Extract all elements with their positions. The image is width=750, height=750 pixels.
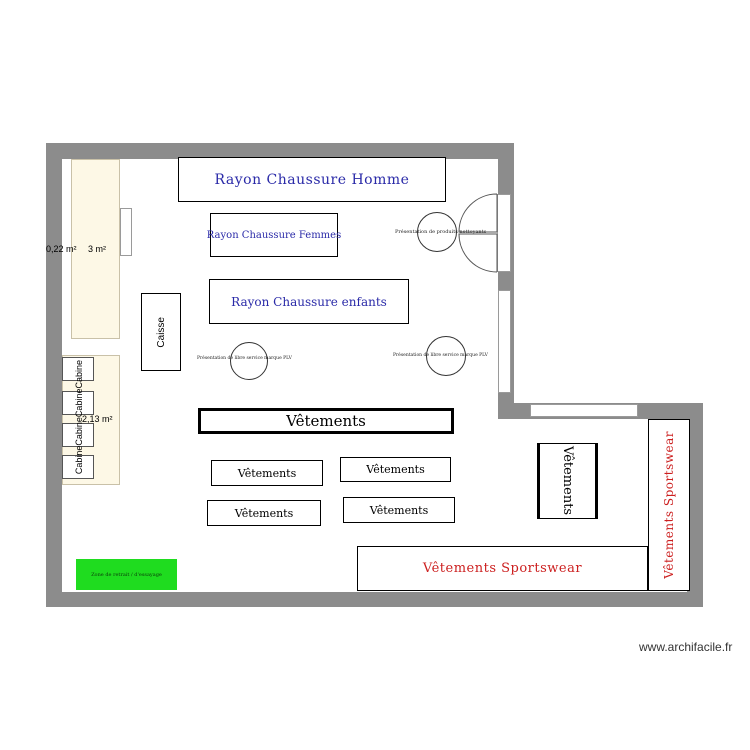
window-right-top [497,194,511,272]
presentation-label-left: Présentation de libre service marque PLV [197,356,292,361]
cabine-label: Cabine [74,445,84,475]
presentation-stand-left[interactable] [230,342,268,380]
green-zone[interactable]: Zone de retrait / d'essayage [76,559,177,590]
rayon-chaussure-femmes[interactable]: Rayon Chaussure Femmes [206,213,342,257]
cabine-2[interactable] [62,391,94,415]
presentation-stand-top[interactable] [417,212,457,252]
caisse-label: Caisse [155,316,167,348]
vetements-table-2[interactable]: Vêtements [340,457,451,482]
area-label-storage: 3 m² [88,244,106,254]
vetements-sportswear-vertical[interactable]: Vêtements Sportswear [648,419,690,591]
vetements-label: Vêtements [237,466,297,480]
area-label-small: 0,22 m² [46,244,77,254]
window-storage [120,208,132,256]
window-right-bottom [498,290,511,393]
vetements-table-4[interactable]: Vêtements [343,497,455,523]
vetements-label: Vêtements [369,503,429,517]
presentation-label-right: Présentation de libre service marque PLV [393,353,488,358]
watermark: www.archifacile.fr [639,640,733,654]
vetements-large-label: Vêtements [286,412,366,430]
cabine-3[interactable] [62,423,94,447]
storage-room [71,159,120,339]
cabine-labels: CabineCabineCabineCabine [72,360,86,482]
presentation-label-top: Présentation de produits nettoyants [395,229,487,235]
cabine-label: Cabine [74,388,84,418]
vetements-table-3[interactable]: Vêtements [207,500,321,526]
vetements-label: Vêtements [366,463,425,476]
rayon-chaussure-homme[interactable]: Rayon Chaussure Homme [178,157,446,202]
rayon-chaussure-enfants[interactable]: Rayon Chaussure enfants [209,279,409,324]
rayon-femmes-label: Rayon Chaussure Femmes [206,229,342,241]
vetements-sportswear-horizontal[interactable]: Vêtements Sportswear [357,546,648,591]
vetements-vertical[interactable]: Vêtements [537,443,598,519]
door-icon [458,193,498,273]
rayon-enfants-label: Rayon Chaussure enfants [231,294,387,309]
presentation-stand-right[interactable] [426,336,466,376]
caisse[interactable]: Caisse [141,293,181,371]
vetements-table-1[interactable]: Vêtements [211,460,323,486]
vetements-label: Vêtements [234,506,294,520]
vetements-vertical-label: Vêtements [560,446,575,516]
rayon-homme-label: Rayon Chaussure Homme [214,171,410,188]
window-extension [530,404,638,417]
cabine-label: Cabine [74,360,84,389]
green-zone-label: Zone de retrait / d'essayage [91,571,162,578]
sportswear-horizontal-label: Vêtements Sportswear [422,561,583,576]
cabine-1[interactable] [62,357,94,381]
vetements-large[interactable]: Vêtements [198,408,454,434]
cabine-label: Cabine [74,417,84,446]
area-label-cabins: 2,13 m² [82,414,113,424]
sportswear-vertical-label: Vêtements Sportswear [662,431,676,579]
cabine-4[interactable] [62,455,94,479]
